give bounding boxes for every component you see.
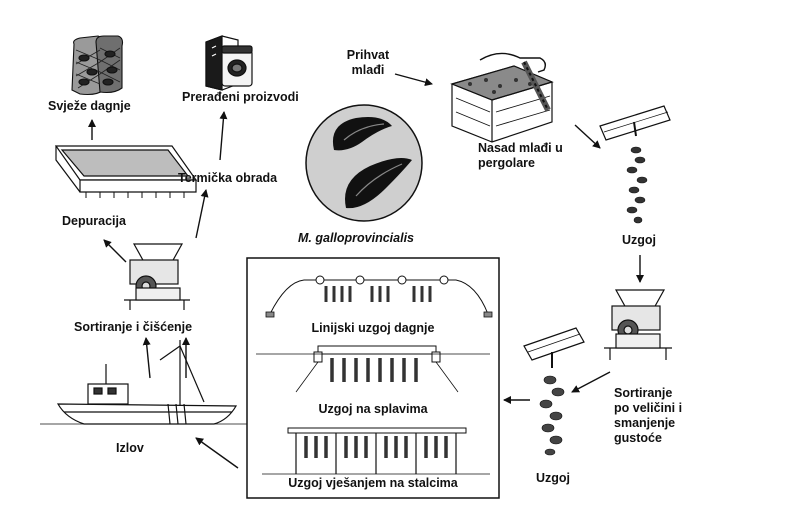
label-growout-2: Uzgoj xyxy=(536,471,571,485)
label-processed-products: Prerađeni proizvodi xyxy=(182,90,299,104)
label-growout-1: Uzgoj xyxy=(622,233,657,247)
arrow-spat-to-seeding xyxy=(394,73,433,87)
label-sorting-density-line4: gustoće xyxy=(614,431,662,445)
label-seeding-line2: pergolare xyxy=(478,156,535,170)
label-spat-collection: Prihvat mlađi xyxy=(340,48,396,78)
arrow-sorting-to-depuration xyxy=(103,239,127,263)
raft-illustration xyxy=(256,345,490,393)
seeding-crate-illustration xyxy=(450,52,554,143)
label-longline-culture: Linijski uzgoj dagnje xyxy=(311,321,435,335)
mesh-bags-illustration xyxy=(71,35,124,96)
label-rack-culture: Uzgoj vješanjem na stalcima xyxy=(288,476,458,490)
label-sorting-density-line3: smanjenje xyxy=(614,416,676,430)
arrow-sorting-to-growout2 xyxy=(571,371,611,393)
grading-machine-right xyxy=(604,289,672,360)
label-seeding-line1: Nasad mlađi u xyxy=(478,141,563,155)
arrow-sorting-to-thermal xyxy=(195,189,209,239)
label-raft-culture: Uzgoj na splavima xyxy=(318,402,428,416)
hanging-rope-growout-1 xyxy=(599,105,671,224)
label-sorting-cleaning: Sortiranje i čišćenje xyxy=(74,320,193,334)
label-sorting-density: Sortiranje po veličini i smanjenje gusto… xyxy=(614,386,682,446)
label-species: M. galloprovincialis xyxy=(298,231,414,245)
label-sorting-density-line2: po veličini i xyxy=(614,401,683,415)
longline-illustration xyxy=(265,275,493,318)
arrow-harvest-to-sorting-a xyxy=(142,337,151,379)
processed-products-illustration xyxy=(205,35,253,91)
label-seeding: Nasad mlađi u pergolare xyxy=(478,141,563,171)
label-sorting-density-line1: Sortiranje xyxy=(614,386,673,400)
fishing-boat-illustration xyxy=(40,340,250,425)
label-spat-collection-line2: mlađi xyxy=(351,63,385,77)
label-harvest: Izlov xyxy=(116,441,144,455)
hanging-rope-growout-2 xyxy=(523,327,585,456)
depuration-tank-illustration xyxy=(54,145,198,198)
flow-arrows xyxy=(88,73,644,469)
arrow-thermal-to-processed xyxy=(219,111,228,161)
label-depuration: Depuracija xyxy=(62,214,126,228)
label-spat-collection-line1: Prihvat xyxy=(346,48,390,62)
mussel-species-illustration xyxy=(305,104,423,222)
arrow-seeding-to-growout xyxy=(574,124,601,149)
label-fresh-mussels: Svježe dagnje xyxy=(48,99,131,113)
grading-machine-left xyxy=(124,243,190,310)
rack-illustration xyxy=(262,427,490,475)
arrow-box-to-harvest xyxy=(195,437,239,469)
label-thermal-processing: Termička obrada xyxy=(178,171,278,185)
